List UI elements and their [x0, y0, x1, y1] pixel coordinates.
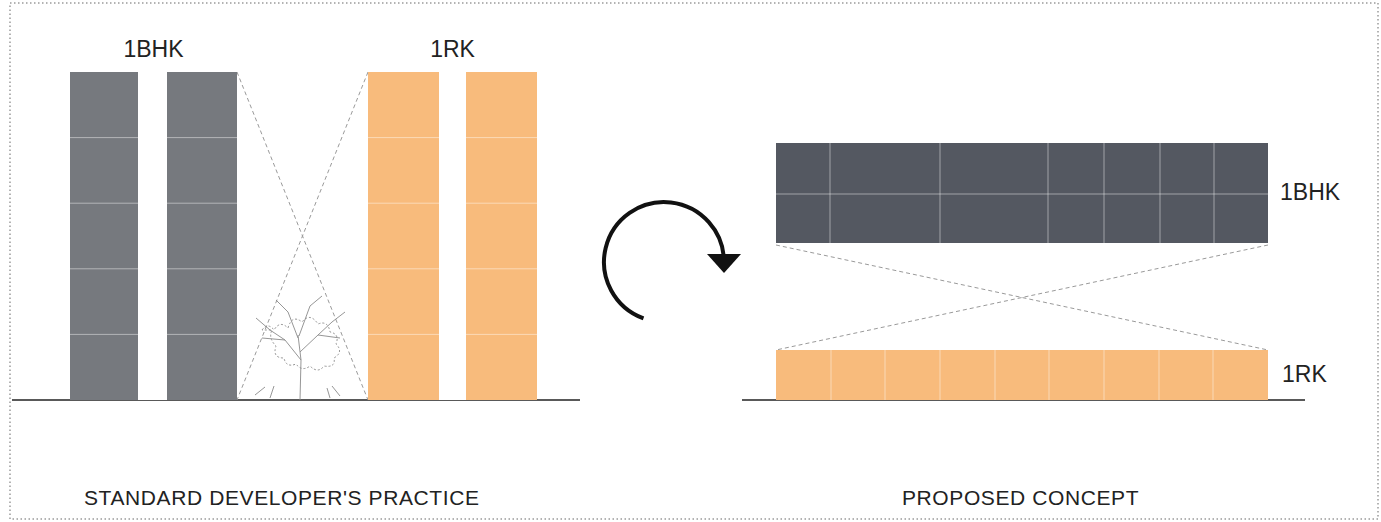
section-caption: STANDARD DEVELOPER'S PRACTICE	[84, 486, 480, 510]
unit-line	[1104, 143, 1105, 243]
tree-sketch	[255, 296, 345, 400]
unit-line	[1160, 143, 1161, 243]
unit-line	[831, 350, 832, 400]
building-body	[776, 143, 1268, 243]
unit-line	[885, 350, 886, 400]
unit-type-label: 1BHK	[1280, 179, 1340, 207]
unit-line	[940, 143, 941, 243]
building-block: 1BHK	[776, 143, 1340, 243]
building-body	[368, 72, 537, 400]
unit-line	[1214, 143, 1215, 243]
building-mass	[776, 350, 1268, 400]
building-mass	[368, 72, 537, 400]
rotation-arrow	[604, 202, 724, 318]
unit-line	[1213, 350, 1214, 400]
arrow-head	[707, 254, 741, 273]
section-caption: PROPOSED CONCEPT	[902, 486, 1139, 510]
unit-type-label: 1BHK	[123, 36, 183, 64]
unit-line	[940, 350, 941, 400]
building-body	[776, 350, 1268, 400]
tower-gap	[138, 72, 167, 400]
view-lines	[776, 245, 1268, 350]
unit-line	[1159, 350, 1160, 400]
floor-line	[776, 194, 1268, 195]
unit-line	[830, 143, 831, 243]
unit-line	[1049, 350, 1050, 400]
unit-type-label: 1RK	[1282, 361, 1327, 389]
building-tower: 1RK	[368, 36, 537, 400]
building-tower: 1BHK	[70, 36, 237, 400]
unit-line	[1048, 143, 1049, 243]
building-mass	[70, 72, 237, 400]
tower-gap	[439, 72, 466, 400]
building-mass	[776, 143, 1268, 243]
unit-line	[995, 350, 996, 400]
unit-line	[1104, 350, 1105, 400]
building-block: 1RK	[776, 350, 1327, 400]
frame-border	[10, 3, 1378, 519]
view-lines	[237, 72, 368, 400]
building-body	[70, 72, 237, 400]
unit-type-label: 1RK	[430, 36, 475, 64]
